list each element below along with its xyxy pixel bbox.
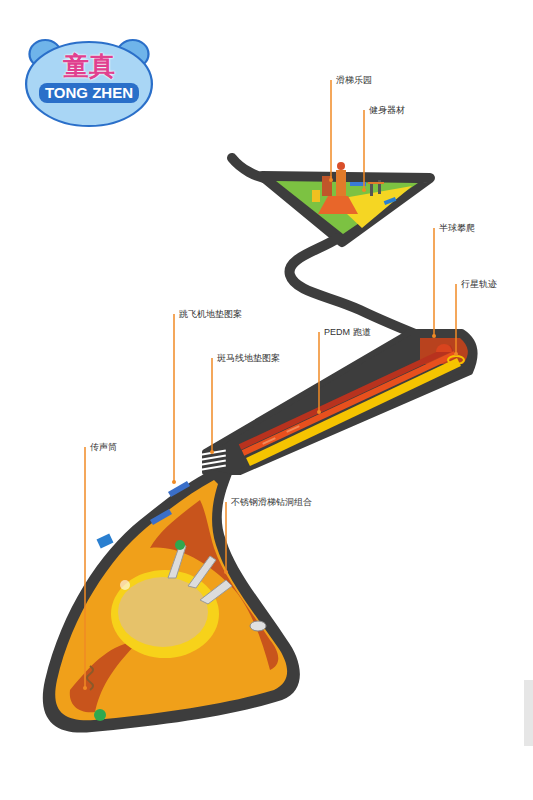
ground-circle (120, 580, 130, 590)
blue-mat (97, 534, 114, 549)
callout-label: 不锈钢滑梯钻洞组合 (230, 498, 313, 508)
callout-label: PEDM 跑道 (323, 328, 372, 338)
region-border (43, 470, 300, 733)
callout-label: 跳飞机地垫图案 (178, 310, 243, 320)
track-border (205, 332, 475, 472)
zebra-crossing (196, 449, 226, 471)
callout-label: 斑马线地垫图案 (216, 354, 281, 364)
steel-slides (168, 544, 266, 631)
leader-lines (85, 80, 456, 688)
leader-dots (83, 178, 458, 690)
ground-circle (94, 709, 106, 721)
mat-pattern (384, 197, 397, 205)
hopscotch-mat (150, 481, 190, 525)
region-slope (70, 640, 140, 712)
planet-track (448, 356, 464, 364)
callout-label: 行星轨迹 (460, 280, 498, 290)
fitness-equipment (368, 180, 384, 196)
callout-label: 滑梯乐园 (335, 76, 373, 86)
hemisphere-climber (436, 344, 452, 352)
slide-structure (312, 162, 366, 214)
sandpit-rim (111, 570, 219, 658)
speaking-tube (87, 666, 93, 690)
callout-label: 健身器材 (368, 106, 406, 116)
track-lane (248, 362, 459, 462)
logo-badge: 童真TONG ZHEN (16, 36, 162, 132)
region-ground (55, 480, 287, 720)
side-bar (524, 680, 533, 746)
callout-label: 半球攀爬 (438, 224, 476, 234)
play-area-grass (276, 181, 418, 234)
logo-subtitle: TONG ZHEN (39, 83, 139, 103)
track-marks (262, 425, 300, 445)
callout-label: 传声筒 (89, 443, 118, 453)
track-lane (243, 354, 455, 453)
logo-title: 童真 (16, 36, 162, 81)
road (290, 238, 430, 340)
ground-circle (175, 540, 185, 550)
